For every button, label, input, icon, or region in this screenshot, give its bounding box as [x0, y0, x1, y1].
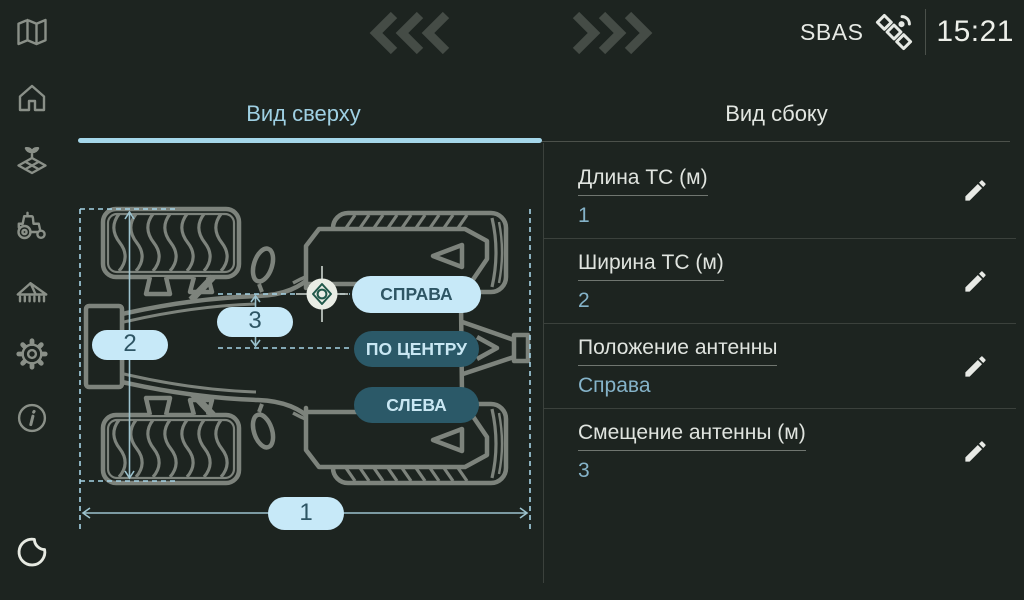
field-label: Длина ТС (м): [578, 166, 708, 196]
satellite-icon: [873, 11, 915, 53]
field-label: Смещение антенны (м): [578, 421, 806, 451]
implement-icon: [14, 272, 50, 308]
page-prev-arrows[interactable]: [368, 11, 452, 55]
antenna-center-button[interactable]: ПО ЦЕНТРУ: [354, 331, 479, 367]
sidebar-item-implement[interactable]: [14, 272, 50, 308]
antenna-marker: [306, 278, 338, 310]
sidebar: [0, 0, 64, 600]
field-value: 3: [578, 459, 590, 482]
rear-hitch: [447, 314, 531, 382]
side-mirrors: [250, 246, 276, 450]
field-crop-icon: [14, 143, 50, 179]
left-front-tire: [100, 206, 242, 280]
tab-bar-line: [542, 141, 1010, 142]
sidebar-item-vehicle[interactable]: [14, 208, 50, 244]
field-label: Ширина ТС (м): [578, 251, 724, 281]
tab-side-view[interactable]: Вид сбоку: [543, 85, 1010, 143]
tab-top-view[interactable]: Вид сверху: [64, 85, 543, 143]
tab-side-view-label: Вид сбоку: [725, 101, 828, 126]
edit-antenna-offset-button[interactable]: [962, 438, 990, 466]
sidebar-item-home[interactable]: [14, 80, 50, 116]
pencil-icon: [962, 438, 990, 465]
clock: 15:21: [936, 15, 1014, 48]
gnss-status[interactable]: SBAS 15:21: [800, 0, 1014, 64]
page-next-arrows[interactable]: [570, 11, 654, 55]
svg-text:СПРАВА: СПРАВА: [380, 284, 453, 304]
home-icon: [14, 80, 50, 116]
theme-toggle-button[interactable]: [14, 534, 50, 570]
length-dimension-pill: 1: [268, 497, 344, 530]
axle-struts: [143, 274, 216, 418]
field-row-antenna-offset: Смещение антенны (м) 3: [543, 409, 1016, 494]
pencil-icon: [962, 268, 990, 295]
field-value: 2: [578, 289, 590, 312]
edit-vehicle-width-button[interactable]: [962, 267, 990, 295]
antenna-offset-dimension-pill: 3: [217, 307, 293, 337]
svg-text:2: 2: [123, 330, 136, 357]
triple-chevron-left-icon: [368, 11, 452, 55]
field-row-vehicle-length: Длина ТС (м) 1: [543, 143, 1016, 239]
edit-antenna-position-button[interactable]: [962, 352, 990, 380]
pencil-icon: [962, 353, 990, 380]
left-rear-tire: [100, 412, 242, 486]
sidebar-item-fields[interactable]: [14, 143, 50, 179]
panel-divider: [543, 143, 544, 583]
moon-icon: [14, 534, 50, 570]
sidebar-item-settings[interactable]: [14, 336, 50, 372]
svg-text:1: 1: [299, 499, 312, 526]
info-icon: [14, 400, 50, 436]
field-row-vehicle-width: Ширина ТС (м) 2: [543, 239, 1016, 324]
active-tab-underline: [78, 138, 542, 143]
svg-text:3: 3: [248, 307, 261, 334]
field-value: 1: [578, 204, 590, 227]
svg-text:СЛЕВА: СЛЕВА: [386, 395, 447, 415]
tab-top-view-label: Вид сверху: [246, 101, 361, 126]
antenna-left-button[interactable]: СЛЕВА: [354, 387, 479, 423]
settings-gear-icon: [14, 336, 50, 372]
sidebar-item-map[interactable]: [14, 14, 50, 50]
svg-text:ПО ЦЕНТРУ: ПО ЦЕНТРУ: [366, 339, 468, 359]
edit-vehicle-length-button[interactable]: [962, 177, 990, 205]
sidebar-item-info[interactable]: [14, 400, 50, 436]
field-value: Справа: [578, 374, 651, 397]
tractor-icon: [14, 208, 50, 244]
antenna-right-button[interactable]: СПРАВА: [352, 276, 481, 313]
vehicle-top-view-diagram: 2 3 1 СПРАВА ПО ЦЕНТРУ: [64, 148, 544, 600]
pencil-icon: [962, 177, 990, 204]
field-row-antenna-position: Положение антенны Справа: [543, 324, 1016, 409]
map-icon: [14, 14, 50, 50]
topbar-divider: [925, 9, 927, 55]
width-dimension-pill: 2: [92, 330, 168, 360]
triple-chevron-right-icon: [570, 11, 654, 55]
gnss-mode-label: SBAS: [800, 18, 864, 45]
field-label: Положение антенны: [578, 336, 778, 366]
vehicle-parameters-panel: Длина ТС (м) 1 Ширина ТС (м) 2 Положение…: [543, 143, 1016, 494]
